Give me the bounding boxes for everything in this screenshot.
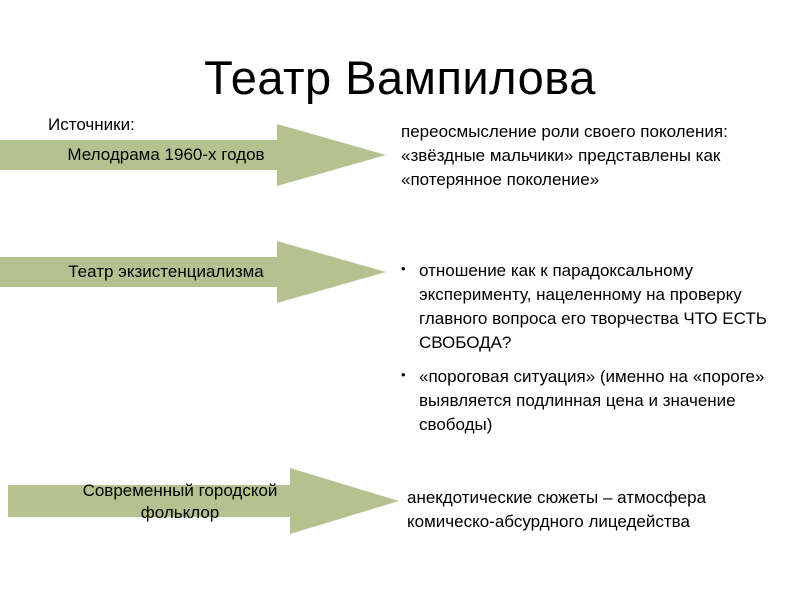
page-title: Театр Вампилова: [204, 51, 596, 104]
bullet-text: «пороговая ситуация» (именно на «пороге»…: [419, 367, 765, 434]
arrow-melodrama: Мелодрама 1960-х годов: [0, 124, 386, 186]
bullet-list-existentialism: • отношение как к парадоксальному экспер…: [399, 259, 795, 437]
arrow-label-folklore: Современный городской фольклор: [82, 481, 278, 522]
arrow-label-existentialism: Театр экзистенциализма: [68, 262, 264, 281]
arrow-existentialism: Театр экзистенциализма: [0, 241, 386, 303]
bullet-dot-icon: •: [401, 261, 406, 276]
arrow-shape: [0, 124, 386, 186]
arrow-shape: [8, 468, 399, 534]
list-item: • отношение как к парадоксальному экспер…: [399, 259, 795, 355]
bullet-dot-icon: •: [401, 367, 406, 382]
arrow-label-melodrama: Мелодрама 1960-х годов: [67, 145, 265, 164]
arrow-folklore: Современный городской фольклор: [8, 468, 399, 534]
list-item: • «пороговая ситуация» (именно на «порог…: [399, 365, 795, 437]
description-melodrama: переосмысление роли своего поколения: «з…: [401, 122, 728, 189]
bullet-text: отношение как к парадоксальному эксперим…: [419, 261, 767, 352]
sources-label: Источники:: [48, 115, 135, 134]
arrow-shape: [0, 241, 386, 303]
description-folklore: анекдотические сюжеты – атмосфера комиче…: [407, 488, 707, 531]
